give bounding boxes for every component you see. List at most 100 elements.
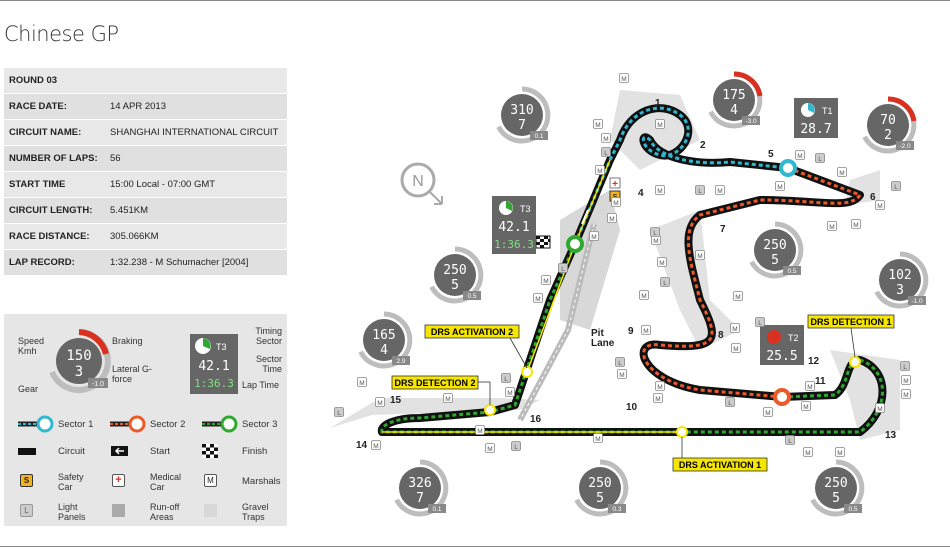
svg-text:L: L xyxy=(818,156,822,163)
light-panel-icon: L xyxy=(695,185,705,195)
marshal-icon: M xyxy=(655,119,665,129)
marshal-icon: M xyxy=(875,403,885,413)
bottom-rule xyxy=(0,546,950,547)
svg-text:M: M xyxy=(609,216,614,223)
legend-timing-sector-label: Timing Sector xyxy=(255,326,282,346)
light-panel-icon: L xyxy=(891,181,901,191)
svg-text:M: M xyxy=(535,296,540,303)
svg-text:M: M xyxy=(807,384,812,391)
gauge-lateral-g: 0.5 xyxy=(787,268,796,275)
svg-text:M: M xyxy=(543,278,548,285)
light-panel-icon: L xyxy=(20,504,33,517)
marshal-icon: M xyxy=(851,219,861,229)
marshal-icon: M xyxy=(601,133,611,143)
turn-number: 6 xyxy=(870,192,876,203)
timing-box-t2: T2 25.5 xyxy=(760,325,804,365)
svg-text:M: M xyxy=(507,390,512,397)
svg-text:M: M xyxy=(903,378,908,385)
gauge-speed: 310 xyxy=(510,103,533,118)
gauge-gear: 7 xyxy=(518,118,526,133)
svg-text:M: M xyxy=(735,294,740,301)
marshal-icon: M xyxy=(611,197,621,207)
turn-number: 9 xyxy=(628,326,634,337)
marshal-icon: M xyxy=(475,425,485,435)
marshal-icon: M xyxy=(695,250,705,260)
info-row: CIRCUIT LENGTH:5.451KM xyxy=(4,198,287,224)
legend-speed-label: Speed Kmh xyxy=(18,336,45,356)
svg-text:M: M xyxy=(657,122,662,129)
safety-car-icon: S xyxy=(20,474,33,487)
marshal-icon: M xyxy=(593,119,603,129)
timing-box-t3: T3 42.1 1:36.3 xyxy=(492,196,536,254)
pit-lane-label: Pit xyxy=(591,328,604,339)
gauge-speed: 165 xyxy=(372,328,395,343)
legend-speed-value: 150 xyxy=(66,348,91,364)
gauge-lateral-g: 0.5 xyxy=(848,506,857,513)
marshal-icon: M xyxy=(775,181,785,191)
race-info-table: ROUND 03 RACE DATE:14 APR 2013 CIRCUIT N… xyxy=(4,68,287,276)
marshals-label: Marshals xyxy=(242,476,281,487)
legend-lap-time: 1:36.3 xyxy=(194,377,234,390)
gravel-label: Gravel Traps xyxy=(242,502,269,522)
gauge-lateral-g: -1.0 xyxy=(911,298,923,305)
marshal-icon: M xyxy=(875,200,885,210)
finish-label: Finish xyxy=(242,446,268,457)
marshal-icon: M xyxy=(655,381,665,391)
svg-text:M: M xyxy=(732,326,737,333)
marshal-icon: M xyxy=(617,369,627,379)
legend-sector-time-label: Sector Time xyxy=(255,354,282,374)
marshal-icon: M xyxy=(715,185,725,195)
marshal-icon: M xyxy=(593,433,603,443)
drs-activation-1-tag: DRS ACTIVATION 1 xyxy=(672,437,768,472)
svg-text:M: M xyxy=(837,450,842,457)
gauge-gear: 4 xyxy=(380,343,388,358)
svg-text:L: L xyxy=(514,444,518,451)
marshal-icon: M xyxy=(357,377,367,387)
svg-text:M: M xyxy=(839,170,844,177)
marshal-icon: M xyxy=(641,325,651,335)
medical-car-icon: + xyxy=(112,474,125,487)
svg-text:M: M xyxy=(613,200,618,207)
svg-text:L: L xyxy=(561,266,565,273)
legend-gauge: 150 3 -1.0 xyxy=(49,329,111,393)
marshal-icon: M xyxy=(805,381,815,391)
turn-number: 12 xyxy=(808,356,820,367)
svg-text:L: L xyxy=(698,188,702,195)
legend-panel: 150 3 -1.0 Speed Kmh Braking Lateral G-f… xyxy=(4,314,287,526)
light-panel-icon: L xyxy=(785,435,795,445)
legend-lap-time-label: Lap Time xyxy=(242,380,280,390)
light-panel-icon: L xyxy=(650,227,660,237)
legend-timing-sector: T3 xyxy=(216,342,227,352)
info-row: RACE DISTANCE:305.066KM xyxy=(4,224,287,250)
start-label: Start xyxy=(150,446,171,457)
turn-number: 14 xyxy=(356,440,368,451)
svg-text:L: L xyxy=(894,184,898,191)
medical-car-label: Medical Car xyxy=(150,472,182,492)
svg-text:M: M xyxy=(653,238,658,245)
marshal-icon: M xyxy=(803,447,813,457)
svg-text:T3: T3 xyxy=(520,204,531,214)
circuit-swatch xyxy=(18,448,36,455)
drs-act2-point xyxy=(521,366,533,378)
svg-text:M: M xyxy=(797,153,802,160)
info-row: RACE DATE:14 APR 2013 xyxy=(4,94,287,120)
gauge-lateral-g: 0.3 xyxy=(612,506,621,513)
sector2-swatch xyxy=(110,415,146,433)
gauge-gear: 5 xyxy=(596,491,604,506)
svg-text:M: M xyxy=(877,406,882,413)
legend-braking-label: Braking xyxy=(112,336,143,346)
marshal-icon: M xyxy=(901,389,911,399)
gauge-lateral-g: 2.9 xyxy=(396,358,405,365)
drs-activation-2-tag: DRS ACTIVATION 2 xyxy=(424,324,528,369)
gravel-swatch xyxy=(204,504,217,517)
svg-text:M: M xyxy=(621,76,626,83)
marshal-icon: M xyxy=(619,73,629,83)
drs-detection-2-tag: DRS DETECTION 2 xyxy=(391,375,491,405)
svg-text:M: M xyxy=(477,428,482,435)
marshal-icon: M xyxy=(505,387,515,397)
